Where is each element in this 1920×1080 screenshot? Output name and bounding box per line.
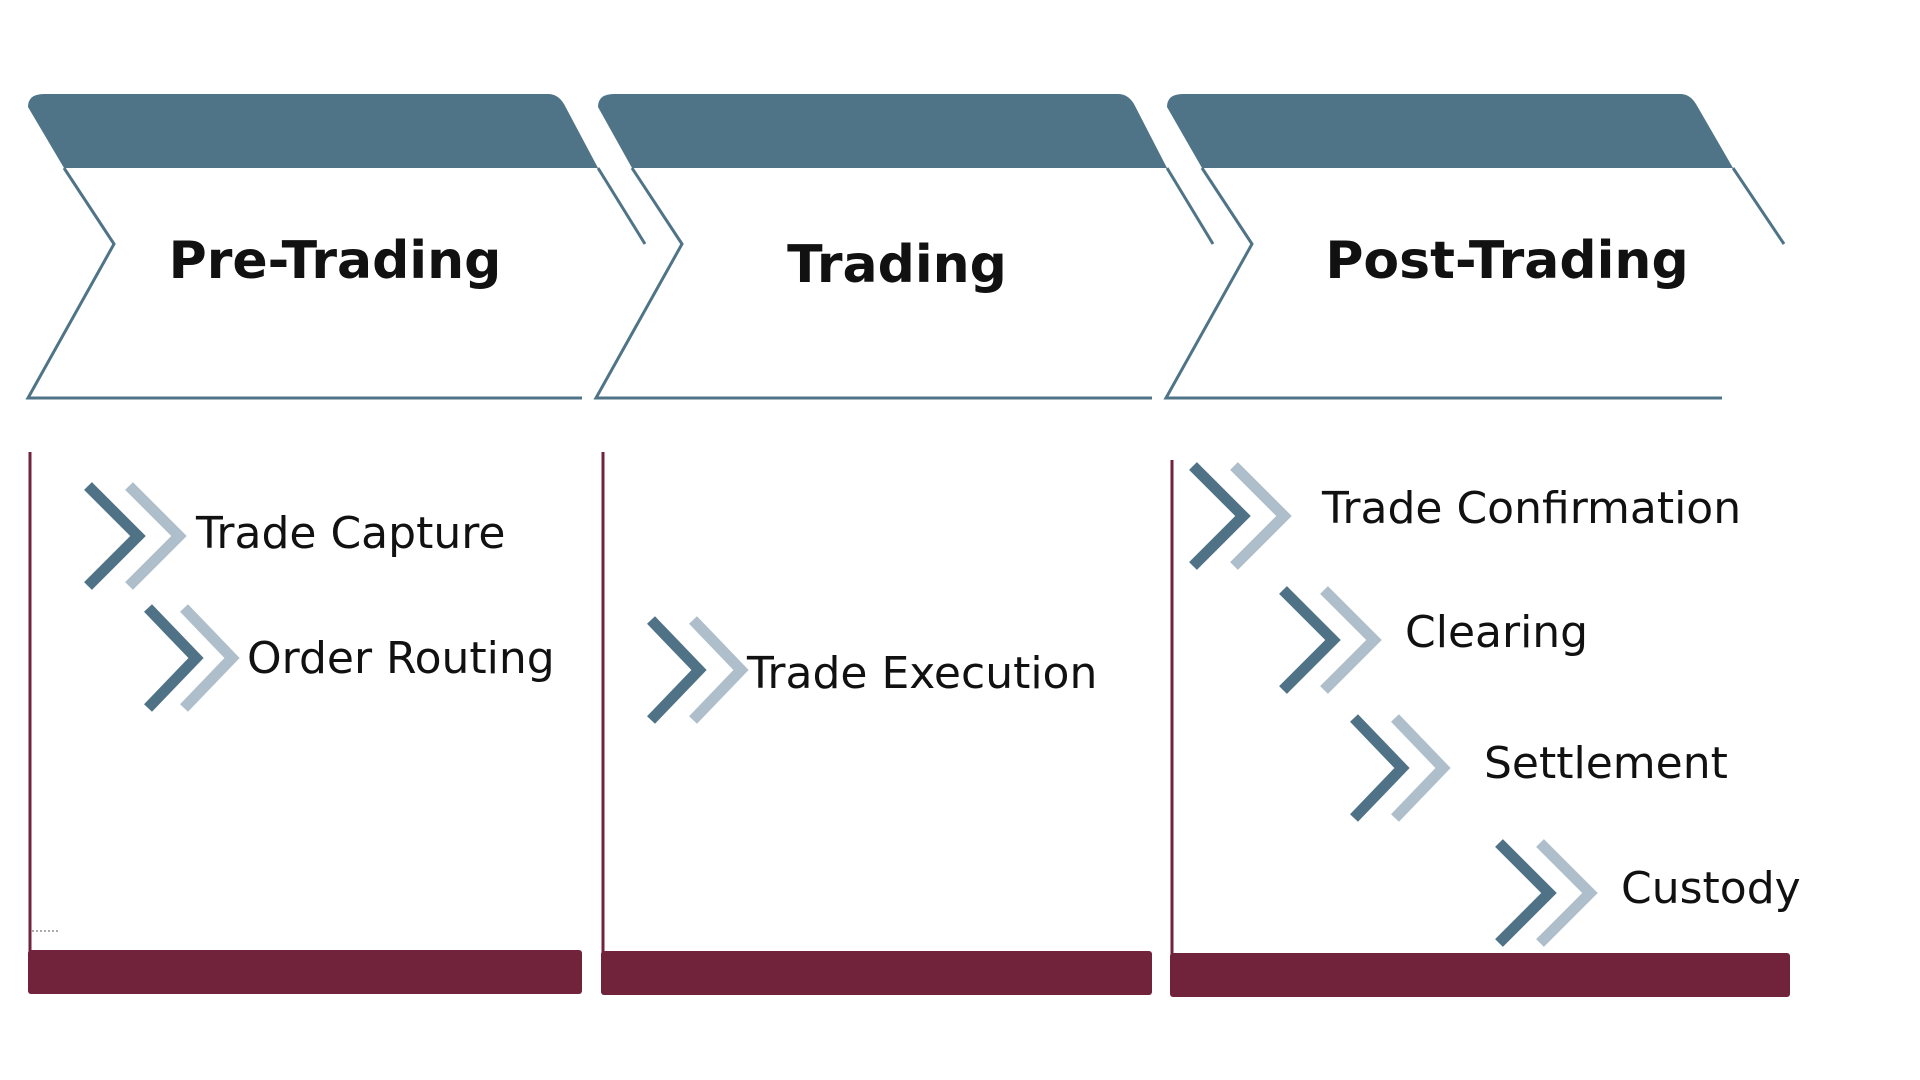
- step-clearing: Clearing: [1279, 586, 1588, 694]
- stage-header-tip: [1731, 167, 1786, 245]
- panel-footer-bar: [1170, 953, 1790, 997]
- double-chevron-right-icon: [1279, 586, 1382, 694]
- chevron-right-dark: [1350, 714, 1410, 822]
- chevron-right-dark: [1279, 586, 1341, 694]
- double-chevron-right-icon: [1350, 714, 1451, 822]
- panel-footer-bar: [28, 950, 582, 994]
- stage-header-trading: Trading: [593, 94, 1215, 400]
- stage-title: Pre-Trading: [169, 231, 502, 291]
- chevron-right-light: [1230, 462, 1292, 570]
- step-trade-confirmation: Trade Confirmation: [1189, 462, 1741, 570]
- stage-header-tip: [1165, 167, 1215, 245]
- step-label: Clearing: [1405, 607, 1588, 658]
- step-trade-execution: Trade Execution: [647, 616, 1097, 724]
- chevron-right-light: [1320, 586, 1382, 694]
- step-custody: Custody: [1495, 839, 1801, 947]
- double-chevron-right-icon: [1495, 839, 1598, 947]
- stage-panel-trading: Trade Execution: [601, 452, 1152, 995]
- chevron-right-light: [125, 482, 187, 590]
- step-label: Settlement: [1484, 738, 1728, 789]
- step-order-routing: Order Routing: [144, 604, 555, 712]
- step-label: Trade Confirmation: [1321, 483, 1741, 534]
- stage-title: Post-Trading: [1325, 231, 1688, 291]
- stage-post-trading: Post-Trading Trade Confirmation Clearing: [1163, 94, 1801, 997]
- stage-header-band: [598, 94, 1167, 168]
- stage-header-outline: [593, 167, 1152, 400]
- double-chevron-right-icon: [144, 604, 240, 712]
- stage-panel-post-trading: Trade Confirmation Clearing Settlement: [1170, 460, 1801, 997]
- stage-trading: Trading Trade Execution: [593, 94, 1215, 995]
- stage-header-outline: [25, 167, 582, 400]
- stage-panel-pre-trading: Trade Capture Order Routing: [28, 452, 582, 994]
- double-chevron-right-icon: [647, 616, 749, 724]
- stage-header-post-trading: Post-Trading: [1163, 94, 1786, 400]
- double-chevron-right-icon: [84, 482, 187, 590]
- step-settlement: Settlement: [1350, 714, 1728, 822]
- stage-header-pre-trading: Pre-Trading: [25, 94, 647, 400]
- stage-title: Trading: [787, 235, 1007, 295]
- chevron-right-dark: [647, 616, 707, 724]
- chevron-right-dark: [144, 604, 204, 712]
- chevron-right-light: [689, 616, 749, 724]
- chevron-right-dark: [1495, 839, 1557, 947]
- chevron-right-light: [1391, 714, 1451, 822]
- stage-pre-trading: Pre-Trading Trade Capture Order Routing: [25, 94, 647, 994]
- chevron-right-light: [180, 604, 240, 712]
- step-label: Order Routing: [247, 633, 555, 684]
- chevron-right-dark: [84, 482, 146, 590]
- double-chevron-right-icon: [1189, 462, 1292, 570]
- step-label: Custody: [1621, 863, 1801, 914]
- chevron-right-dark: [1189, 462, 1251, 570]
- stage-header-band: [1167, 94, 1733, 168]
- panel-footer-bar: [601, 951, 1152, 995]
- chevron-right-light: [1536, 839, 1598, 947]
- stage-header-tip: [596, 167, 647, 245]
- step-label: Trade Execution: [746, 648, 1097, 699]
- stage-header-outline: [1163, 167, 1722, 400]
- step-label: Trade Capture: [195, 508, 505, 559]
- step-trade-capture: Trade Capture: [84, 482, 505, 590]
- stage-header-band: [28, 94, 598, 168]
